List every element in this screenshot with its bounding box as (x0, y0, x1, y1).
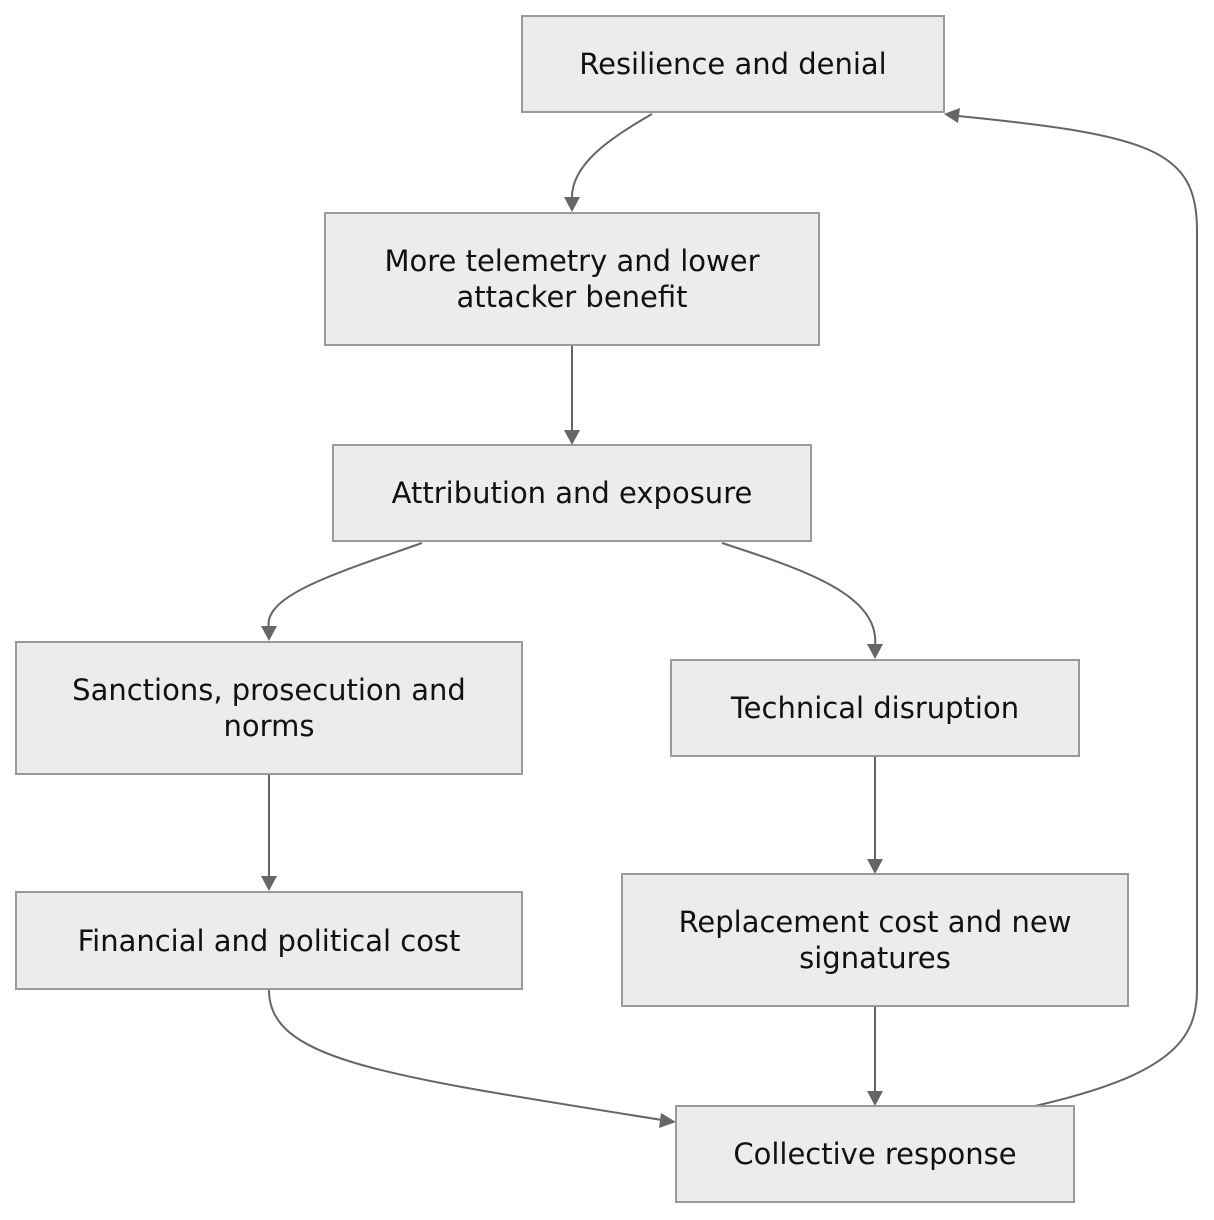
edge-attribution-to-sanctions-arrowhead (261, 626, 277, 641)
edge-replacement-to-collective-arrowhead (867, 1091, 883, 1106)
edge-attribution-to-technical-arrowhead (867, 644, 883, 659)
node-more-telemetry: More telemetry and lower attacker benefi… (324, 212, 820, 346)
edge-collective-to-resilience (957, 115, 1198, 1107)
edge-resilience-to-telemetry-arrowhead (564, 197, 580, 212)
edge-financial-to-collective-arrowhead (659, 1113, 676, 1128)
edge-resilience-to-telemetry (570, 113, 653, 201)
node-sanctions-prosecution-norms: Sanctions, prosecution and norms (15, 641, 523, 775)
node-collective-response: Collective response (675, 1105, 1075, 1203)
edge-technical-to-replacement-arrowhead (867, 859, 883, 874)
edge-telemetry-to-attribution-arrowhead (564, 430, 580, 445)
node-technical-disruption: Technical disruption (670, 659, 1080, 757)
node-financial-political-cost: Financial and political cost (15, 891, 523, 990)
node-replacement-cost: Replacement cost and new signatures (621, 873, 1129, 1007)
edge-attribution-to-technical (721, 542, 877, 647)
node-resilience-and-denial: Resilience and denial (521, 15, 945, 113)
edge-sanctions-to-financial-arrowhead (261, 876, 277, 891)
node-attribution-and-exposure: Attribution and exposure (332, 444, 812, 542)
edge-financial-to-collective (268, 989, 663, 1121)
edge-collective-to-resilience-arrowhead (944, 108, 960, 123)
edge-attribution-to-sanctions (267, 542, 423, 629)
